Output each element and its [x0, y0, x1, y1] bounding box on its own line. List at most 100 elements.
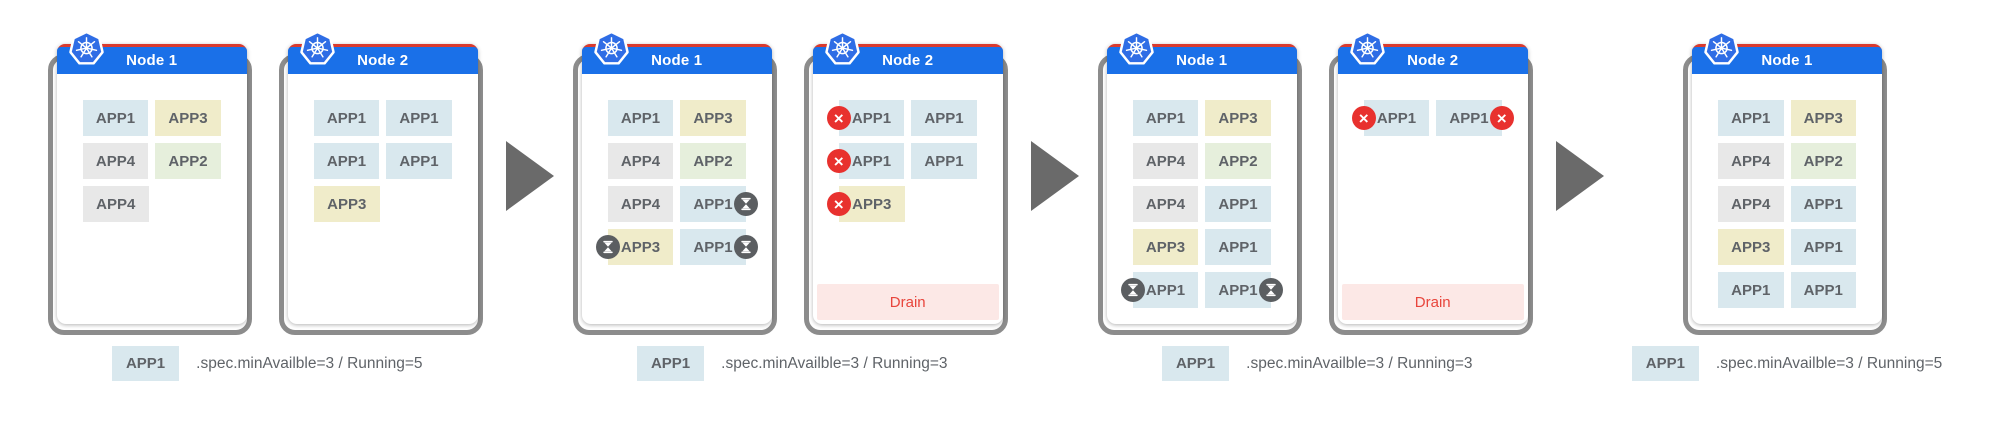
pod-row: APP1× APP1	[826, 100, 977, 136]
pod-label: APP1	[95, 109, 136, 127]
pod-app1: APP1	[680, 186, 758, 222]
pod-label: APP2	[1803, 152, 1843, 170]
hourglass-icon	[1120, 278, 1145, 302]
pod-app3: APP3	[1718, 229, 1784, 265]
hourglass-icon	[733, 235, 758, 259]
pod-app1: APP1×	[826, 100, 905, 136]
pod-app1: APP1	[82, 100, 149, 136]
pod-label: APP3	[1731, 238, 1771, 256]
pod-label: APP4	[1731, 152, 1771, 170]
arrow-right-icon	[505, 141, 554, 211]
pod-label: APP1	[924, 152, 964, 170]
pdb-app-chip: APP1	[636, 346, 705, 381]
pod-app1: APP1	[386, 100, 452, 136]
caption: APP1.spec.minAvailble=3 / Running=3	[1161, 346, 1473, 381]
pod-app1: APP1	[1790, 186, 1856, 222]
pod-app1: APP1×	[1351, 100, 1430, 136]
pod-row: APP4 APP2	[1718, 143, 1856, 179]
pod-row: APP1 APP1	[1120, 272, 1283, 308]
pod-label: APP1	[693, 195, 733, 213]
pod-label: APP1	[1803, 238, 1843, 256]
pod-app1: APP1	[607, 100, 674, 136]
pod-app4: APP4	[82, 186, 149, 222]
pod-app3: APP3	[1132, 229, 1199, 265]
pod-label: APP1	[1218, 281, 1258, 299]
pod-app2: APP2	[155, 143, 221, 179]
pod-app1: APP1	[911, 143, 977, 179]
pod-app1: APP1	[386, 143, 452, 179]
pod-app1: APP1	[1790, 272, 1856, 308]
pod-app1: APP1	[1718, 100, 1784, 136]
kubernetes-icon	[1118, 30, 1155, 67]
pod-label: APP3	[620, 238, 661, 256]
pod-label: APP4	[95, 152, 136, 170]
pod-app1: APP1×	[1436, 100, 1514, 136]
pod-label: APP4	[96, 195, 136, 213]
pod-app1: APP1	[1718, 272, 1784, 308]
pod-row: APP1 APP3	[607, 100, 746, 136]
pod-app4: APP4	[1718, 143, 1784, 179]
pdb-spec-text: .spec.minAvailble=3 / Running=3	[1246, 354, 1473, 372]
pod-app3: APP3	[1205, 100, 1271, 136]
pod-label: APP1	[399, 109, 439, 127]
kubernetes-icon	[824, 30, 861, 67]
pod-row: APP1× APP1	[826, 143, 977, 179]
pod-app1: APP1	[1205, 229, 1271, 265]
pod-label: APP1	[1731, 281, 1771, 299]
pod-app4: APP4	[607, 143, 674, 179]
pod-row: APP4 APP1	[1132, 186, 1271, 222]
arrow-right-icon	[1030, 141, 1079, 211]
pod-app3: APP3×	[826, 186, 905, 222]
node-body: APP1×APP1×Drain	[1338, 74, 1528, 324]
pod-label: APP4	[1731, 195, 1771, 213]
pod-app1: APP1	[1205, 186, 1271, 222]
hourglass-icon	[1258, 278, 1283, 302]
caption: APP1 .spec.minAvailble=3 / Running=5	[111, 346, 423, 381]
pod-app4: APP4	[1132, 143, 1199, 179]
pod-row: APP4	[82, 186, 221, 222]
caption: APP1.spec.minAvailble=3 / Running=5	[1631, 346, 1942, 381]
pod-label: APP4	[1145, 195, 1186, 213]
pod-label: APP1	[693, 238, 733, 256]
pod-label: APP1	[399, 152, 439, 170]
kubernetes-icon	[68, 30, 105, 67]
pod-row: APP4 APP2	[1132, 143, 1271, 179]
pod-app3: APP3	[313, 186, 380, 222]
pod-label: APP3	[693, 109, 733, 127]
x-icon: ×	[826, 192, 851, 216]
x-icon: ×	[826, 106, 851, 130]
pdb-app-chip: APP1	[111, 346, 180, 381]
pod-row: APP1 APP1	[1718, 272, 1856, 308]
pod-label: APP2	[1218, 152, 1258, 170]
pod-app1: APP1×	[826, 143, 905, 179]
pdb-spec-text: .spec.minAvailble=3 / Running=5	[196, 354, 423, 372]
pod-row: APP1 APP3	[82, 100, 221, 136]
pod-row: APP4 APP2	[82, 143, 221, 179]
caption: APP1.spec.minAvailble=3 / Running=3	[636, 346, 948, 381]
pod-label: APP3	[852, 195, 892, 213]
pod-app4: APP4	[1718, 186, 1784, 222]
pod-app1: APP1	[680, 229, 758, 265]
pod-app3: APP3	[680, 100, 746, 136]
pod-app3: APP3	[155, 100, 221, 136]
pod-app1: APP1	[1120, 272, 1199, 308]
pod-label: APP1	[924, 109, 964, 127]
